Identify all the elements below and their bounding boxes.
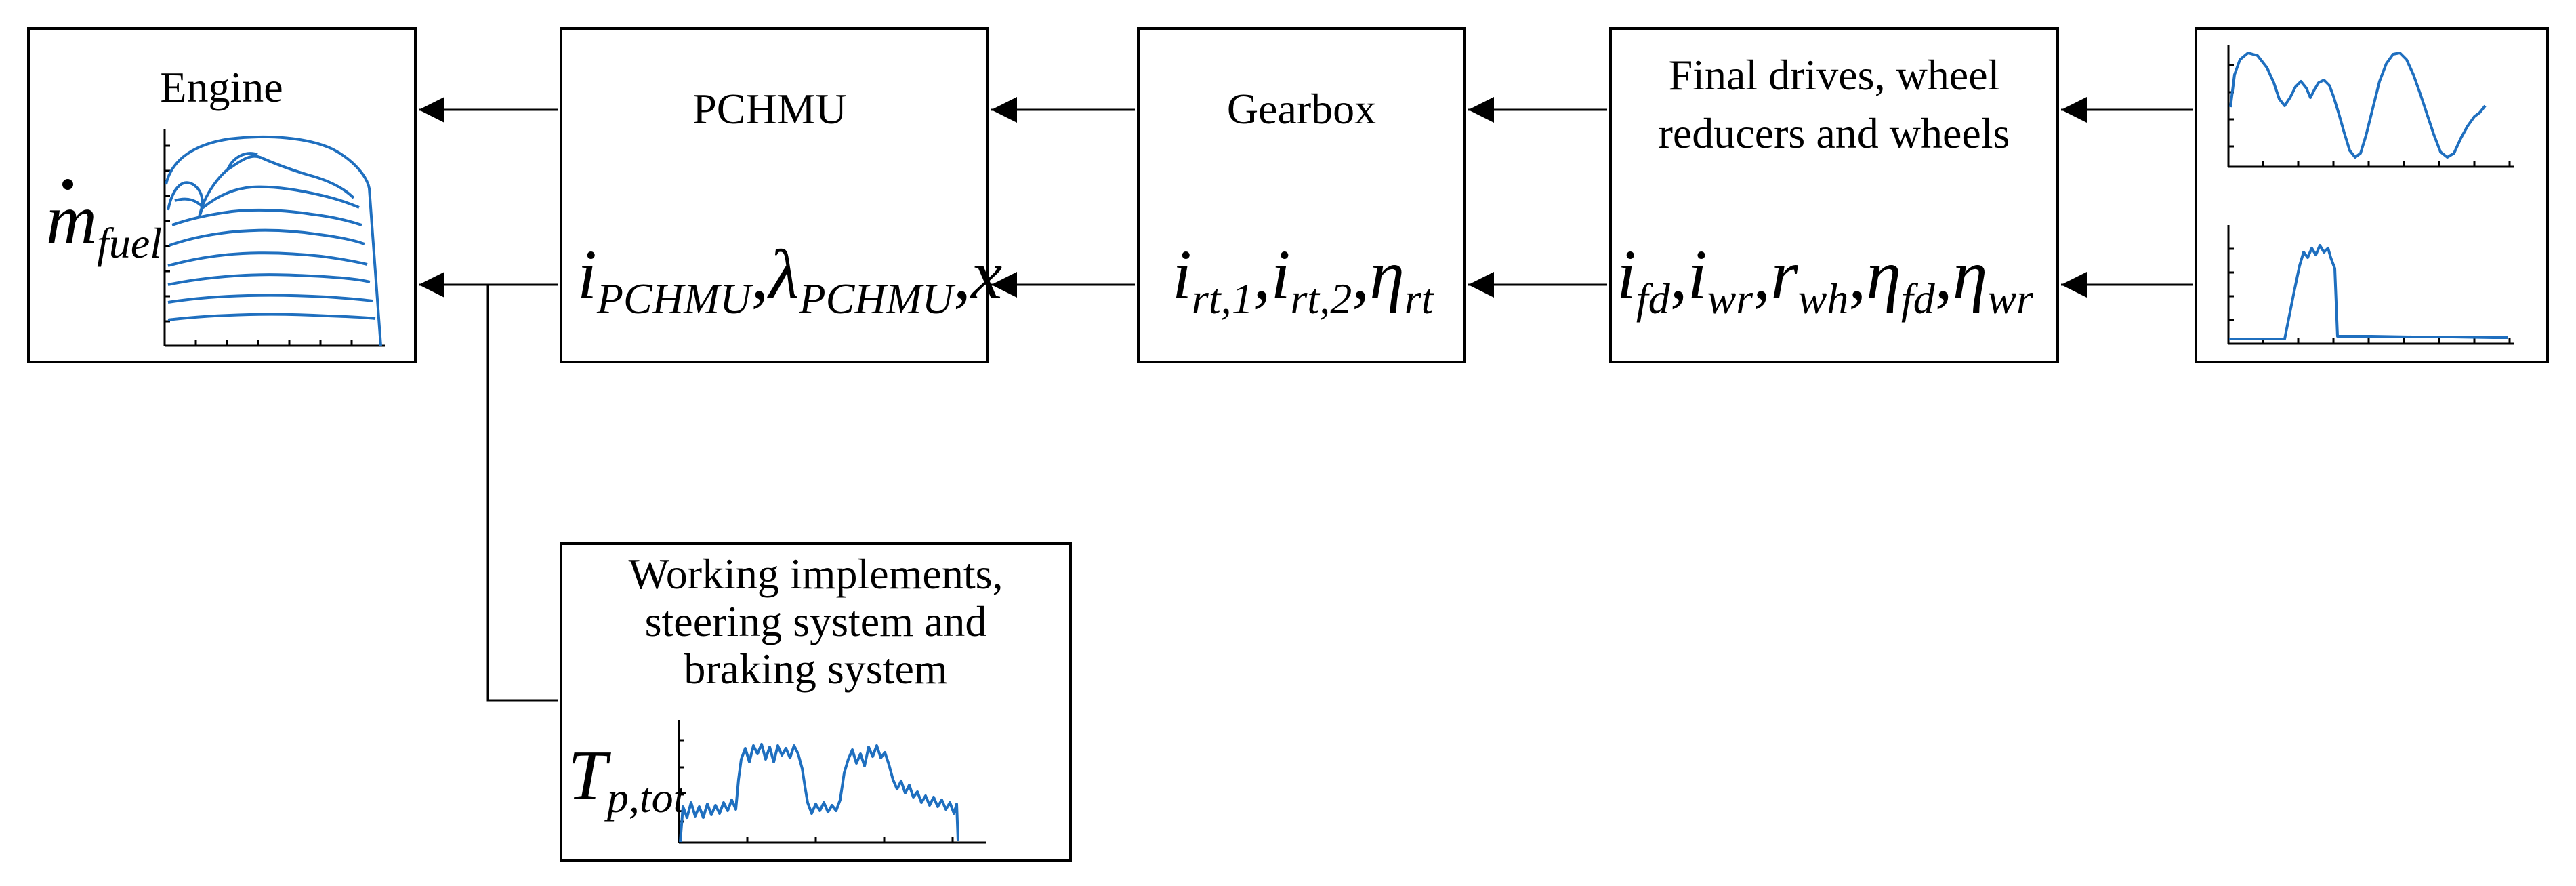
drive-cycle-input-block — [2195, 27, 2549, 363]
implements-box — [560, 542, 1072, 862]
pchmu-box — [560, 27, 989, 363]
final-drives-formula: ifd,iwr,rwh,ηfd,ηwr — [1617, 236, 2034, 323]
engine-title: Engine — [160, 63, 283, 111]
connectors — [419, 97, 2193, 702]
implements-to-engine-branch-line — [486, 285, 558, 702]
final-drives-title-line-2: reducers and wheels — [1659, 109, 2010, 157]
engine-symbol-overdot — [62, 179, 73, 190]
drive-cycle-box — [2195, 27, 2549, 363]
implements-title-line-2: steering system and — [645, 597, 987, 645]
velocity-profile-plot — [2227, 45, 2514, 168]
pchmu-formula: iPCHMU,λPCHMU,x — [577, 236, 1002, 323]
final-drives-block: Final drives, wheel reducers and wheels … — [1609, 27, 2059, 363]
implements-title-line-3: braking system — [684, 645, 947, 693]
engine-symbol-base: m — [46, 180, 97, 258]
gearbox-title: Gearbox — [1227, 85, 1376, 133]
implements-block: Working implements, steering system and … — [560, 542, 1072, 862]
engine-symbol-sub: fuel — [97, 219, 162, 267]
final-drives-title-line-1: Final drives, wheel — [1669, 51, 2000, 99]
pchmu-block: PCHMU iPCHMU,λPCHMU,x — [560, 27, 1002, 363]
gearbox-box — [1137, 27, 1466, 363]
implements-torque-plot — [678, 720, 986, 844]
implements-title-line-1: Working implements, — [629, 550, 1003, 598]
gearbox-formula: irt,1,irt,2,ηrt — [1172, 236, 1435, 323]
pchmu-title: PCHMU — [692, 85, 847, 133]
final-drives-box — [1609, 27, 2059, 363]
slope-profile-plot — [2227, 225, 2514, 345]
engine-fuel-rate-symbol: mfuel — [46, 180, 162, 267]
gearbox-block: Gearbox irt,1,irt,2,ηrt — [1137, 27, 1466, 363]
engine-fuel-map-plot — [163, 129, 385, 347]
implements-torque-symbol: Tp,tot — [568, 736, 687, 822]
engine-block: Engine mfuel — [27, 27, 417, 363]
